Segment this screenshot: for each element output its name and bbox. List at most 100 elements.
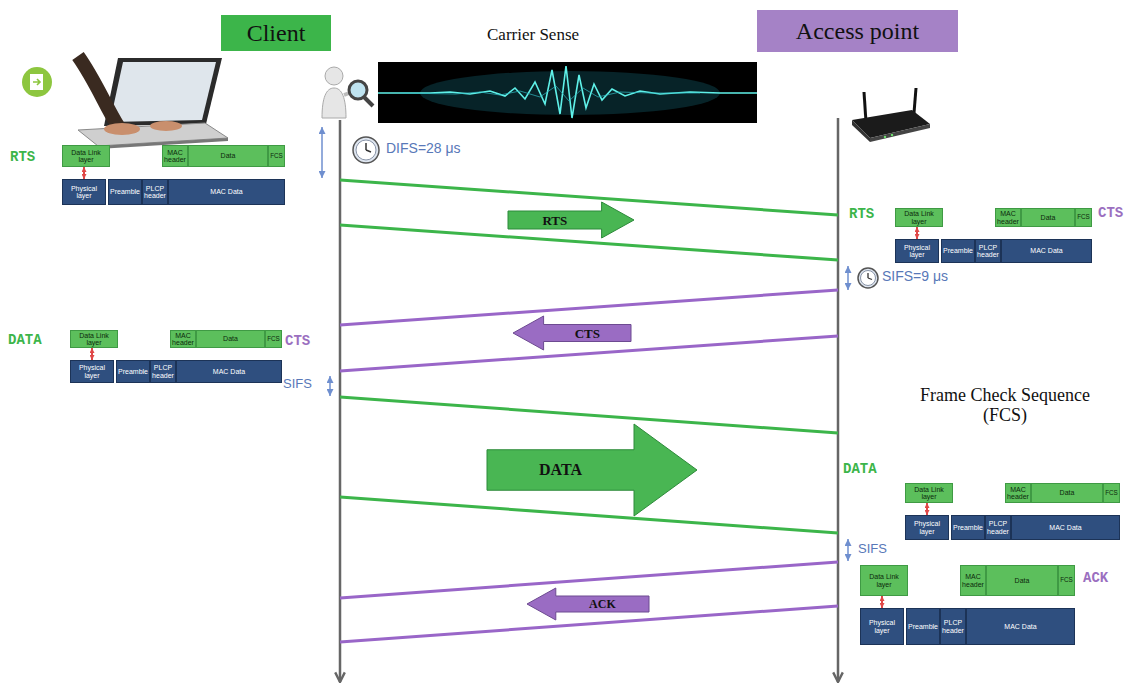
arrow-shape <box>487 424 697 516</box>
layer-link-arrow <box>926 503 928 515</box>
layer-link-arrow <box>916 227 918 239</box>
carrier-waveform <box>400 86 700 101</box>
box-text: Preamble <box>943 247 973 254</box>
frame-transmission-line <box>340 397 838 433</box>
fcs-note: Frame Check Sequence (FCS) <box>905 386 1105 426</box>
box-text: Client <box>247 20 306 47</box>
box-text: Preamble <box>118 368 148 375</box>
box-text: Preamble <box>908 623 938 630</box>
plcp-header-box: PLCP header <box>142 179 168 205</box>
inspector-figure <box>322 88 346 118</box>
box-text: MAC header <box>962 573 984 588</box>
physical-layer-box: Physical layer <box>860 608 904 645</box>
frame-name: DATA <box>843 462 877 477</box>
arrow-shape <box>527 588 649 620</box>
clock-icon <box>858 268 878 288</box>
interval-label: SIFS <box>283 377 312 391</box>
box-text: RTS <box>542 214 567 227</box>
data-field-box: Data <box>986 565 1058 596</box>
box-text: FCS <box>1105 490 1118 497</box>
frame-name: RTS <box>10 150 35 165</box>
clock-icon <box>868 278 872 280</box>
clock-icon <box>365 143 367 150</box>
box-text: Data Link layer <box>862 573 906 588</box>
laptop-photo <box>78 56 228 149</box>
folder-icon <box>22 67 52 97</box>
box-text: Data Link layer <box>907 486 951 501</box>
fcs-field-box: FCS <box>1075 208 1092 227</box>
box-text: Access point <box>796 18 919 45</box>
clock-icon <box>353 137 379 163</box>
laptop-photo <box>104 58 222 126</box>
frame-name: CTS <box>285 334 310 349</box>
folder-icon <box>33 79 40 85</box>
physical-layer-box: Physical layer <box>70 360 114 383</box>
mac-header-box: MAC header <box>162 145 188 167</box>
data-link-layer-box: Data Link layer <box>860 565 908 596</box>
inspector-figure <box>322 67 373 118</box>
layer-link-arrow <box>83 167 85 179</box>
laptop-photo <box>150 121 182 131</box>
router-photo <box>870 124 930 142</box>
interval-arrow <box>321 127 323 178</box>
box-text: Data <box>221 152 236 159</box>
data-field-box: Data <box>188 145 268 167</box>
timeline <box>837 118 840 682</box>
router-photo <box>891 134 893 136</box>
mac-data-box: MAC Data <box>1001 239 1092 263</box>
data-link-layer-box: Data Link layer <box>895 208 943 227</box>
laptop-photo <box>104 123 140 135</box>
box-text: ACK <box>589 598 616 610</box>
fcs-field-box: FCS <box>265 330 282 348</box>
clock-icon <box>858 268 878 288</box>
box-text: MAC Data <box>1049 524 1081 531</box>
frame-name: RTS <box>849 207 874 222</box>
timeline <box>340 118 838 682</box>
box-text: Physical layer <box>862 619 902 634</box>
box-text: Physical layer <box>64 185 104 200</box>
router-photo <box>914 88 916 113</box>
data-link-layer-box: Data Link layer <box>62 145 110 167</box>
arrow-shape <box>513 316 631 350</box>
arrow-shape <box>508 202 634 238</box>
mac-header-box: MAC header <box>995 208 1021 227</box>
mac-data-box: MAC Data <box>176 360 282 383</box>
frame-direction-arrow: ACK <box>527 588 649 620</box>
frame-direction-arrow: CTS <box>513 316 631 350</box>
box-text: MAC Data <box>213 368 245 375</box>
box-text: MAC header <box>1007 486 1029 501</box>
box-text: Physical layer <box>907 520 947 535</box>
inspector-figure <box>364 97 373 106</box>
frame-transmission-line <box>340 290 838 325</box>
interval-arrow <box>329 376 331 396</box>
layer-link-arrow <box>881 596 883 608</box>
inspector-figure <box>349 81 367 99</box>
section-heading: Carrier Sense <box>487 26 579 45</box>
carrier-waveform <box>378 62 757 123</box>
box-text: Data Link layer <box>897 210 941 225</box>
plcp-header-box: PLCP header <box>150 360 176 383</box>
interval-label: SIFS=9 μs <box>882 269 948 284</box>
frame-name: DATA <box>8 333 42 348</box>
box-text: FCS <box>1077 214 1090 221</box>
physical-layer-box: Physical layer <box>905 515 949 540</box>
frame-transmission-line <box>340 180 838 215</box>
frame-direction-arrow: DATA <box>487 424 697 516</box>
frame-name: ACK <box>1083 571 1108 586</box>
box-text: DATA <box>539 462 582 478</box>
interval-arrow <box>322 127 848 561</box>
mac-data-box: MAC Data <box>168 179 285 205</box>
preamble-box: Preamble <box>108 179 142 205</box>
fcs-field-box: FCS <box>1103 483 1120 503</box>
box-text: PLCP header <box>152 364 174 379</box>
box-text: MAC header <box>164 149 186 164</box>
preamble-box: Preamble <box>941 239 975 263</box>
physical-layer-box: Physical layer <box>62 179 106 205</box>
data-field-box: Data <box>1021 208 1075 227</box>
folder-icon <box>30 74 43 90</box>
box-text: PLCP header <box>144 185 166 200</box>
box-text: Data <box>1060 489 1075 496</box>
box-text: PLCP header <box>987 520 1009 535</box>
station-header-box: Client <box>221 15 331 51</box>
